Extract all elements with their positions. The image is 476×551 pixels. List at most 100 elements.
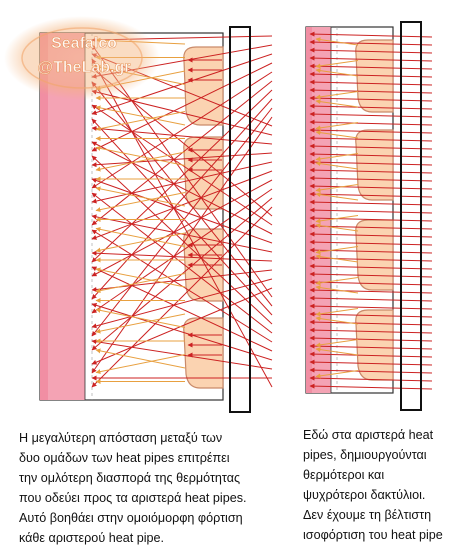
left-spread-arrow	[95, 226, 186, 247]
watermark-glow	[4, 16, 160, 100]
caption-left-line: που οδεύει προς τα αριστερά heat pipes.	[19, 491, 247, 505]
watermark-line1: Seafalco	[51, 35, 117, 52]
right-heat-arrow	[309, 95, 433, 102]
left-contact-frame	[229, 26, 251, 413]
right-heat-arrow	[309, 87, 433, 94]
right-spread-arrow	[315, 91, 359, 100]
left-spread-arrow	[95, 105, 186, 126]
right-heat-arrow	[309, 47, 433, 54]
right-spread-arrow	[315, 308, 359, 317]
right-heat-arrow	[309, 159, 433, 166]
caption-right-line: Εδώ στα αριστερά heat	[303, 428, 434, 442]
right-heat-arrow	[309, 311, 433, 318]
right-heat-arrow	[309, 199, 433, 206]
right-heat-arrow	[309, 263, 433, 270]
left-heat-arrow	[91, 178, 273, 244]
right-fin	[355, 129, 394, 201]
right-spread-arrow	[315, 215, 359, 224]
right-heat-arrow	[309, 239, 433, 246]
right-spread-arrow	[315, 192, 359, 201]
right-spread-arrow	[315, 316, 359, 325]
right-spread-arrow	[315, 37, 359, 46]
right-spread-arrow	[315, 246, 359, 255]
left-heat-arrow	[91, 287, 273, 365]
caption-left-line: την ομλότερη διασπορά της θερμότητας	[19, 471, 241, 485]
right-heat-arrow	[309, 207, 433, 214]
caption-left-line: δυο ομάδων των heat pipes επιτρέπει	[19, 451, 230, 465]
left-spread-arrow	[95, 307, 186, 328]
left-heat-arrow	[91, 71, 273, 189]
left-heat-arrow	[91, 155, 273, 325]
right-heat-arrow	[309, 367, 433, 374]
left-heat-arrow	[91, 141, 273, 235]
left-heat-arrow	[91, 302, 273, 361]
left-spread-arrow	[95, 192, 186, 213]
left-spread-arrow	[95, 111, 186, 132]
right-fin	[355, 219, 394, 291]
right-heat-arrow	[309, 63, 433, 70]
right-heat-arrow	[309, 79, 433, 86]
right-spread-arrow	[315, 60, 359, 69]
right-spread-arrow	[315, 130, 359, 139]
left-arrow-group	[91, 35, 273, 388]
right-contact-frame	[400, 21, 422, 411]
left-spread-arrow	[95, 186, 186, 207]
left-spread-arrow	[95, 232, 186, 253]
left-spread-arrow	[95, 145, 186, 166]
left-spread-arrow	[95, 313, 186, 334]
left-heat-arrow	[91, 98, 273, 300]
right-heat-arrow	[309, 183, 433, 190]
right-heat-arrow	[309, 223, 433, 230]
right-heat-arrow	[309, 175, 433, 182]
right-heat-arrow	[309, 127, 433, 134]
right-heat-arrow	[309, 39, 433, 46]
right-heat-arrow	[309, 359, 433, 366]
right-arrow-group	[309, 31, 433, 390]
right-heat-arrow	[309, 287, 433, 294]
left-fin	[183, 46, 224, 126]
right-fin	[355, 309, 394, 381]
right-heat-arrow	[309, 295, 433, 302]
right-spread-arrow	[315, 153, 359, 162]
right-spread-arrow	[315, 347, 359, 356]
caption-right-line: pipes, δημιουργούνται	[303, 448, 427, 462]
left-spread-arrow	[95, 273, 186, 294]
right-assembly	[305, 21, 433, 411]
right-heat-arrow	[309, 351, 433, 358]
left-heat-arrow	[91, 192, 273, 334]
right-heat-arrow	[309, 327, 433, 334]
right-spread-arrow	[315, 161, 359, 170]
right-heat-arrow	[309, 55, 433, 62]
right-heat-arrow	[309, 383, 433, 390]
right-heat-arrow	[309, 343, 433, 350]
left-heat-arrow	[91, 206, 273, 388]
right-spread-arrow	[315, 68, 359, 77]
left-heat-arrow	[91, 161, 273, 204]
caption-right-line: θερμότεροι και	[303, 468, 385, 482]
caption-right-line: Δεν έχουμε τη βέλτιστη	[303, 508, 432, 522]
watermark: Seafalco @TheLab.gr	[4, 16, 160, 100]
left-spread-arrow	[95, 267, 186, 288]
left-heat-arrow	[91, 125, 273, 145]
right-spread-arrow	[315, 277, 359, 286]
caption-left: Η μεγαλύτερη απόσταση μεταξύ των δυο ομά…	[19, 428, 299, 548]
right-heat-arrow	[309, 279, 433, 286]
left-heat-arrow	[91, 118, 273, 316]
left-heat-arrow	[91, 81, 273, 307]
right-heat-arrow	[309, 103, 433, 110]
left-heat-arrow	[91, 250, 273, 262]
right-spread-arrow	[315, 285, 359, 294]
right-heat-arrow	[309, 303, 433, 310]
right-heat-arrow	[309, 231, 433, 238]
right-heat-arrow	[309, 215, 433, 222]
right-heat-arrow	[309, 71, 433, 78]
caption-right: Εδώ στα αριστερά heat pipes, δημιουργούν…	[303, 425, 473, 545]
left-spread-arrow	[95, 348, 186, 369]
right-heat-arrow	[309, 375, 433, 382]
right-heat-arrow	[309, 335, 433, 342]
caption-left-line: Η μεγαλύτερη απόσταση μεταξύ των	[19, 431, 223, 445]
right-heat-arrow	[309, 319, 433, 326]
left-heat-arrow	[91, 116, 273, 374]
right-spread-arrow	[315, 254, 359, 263]
